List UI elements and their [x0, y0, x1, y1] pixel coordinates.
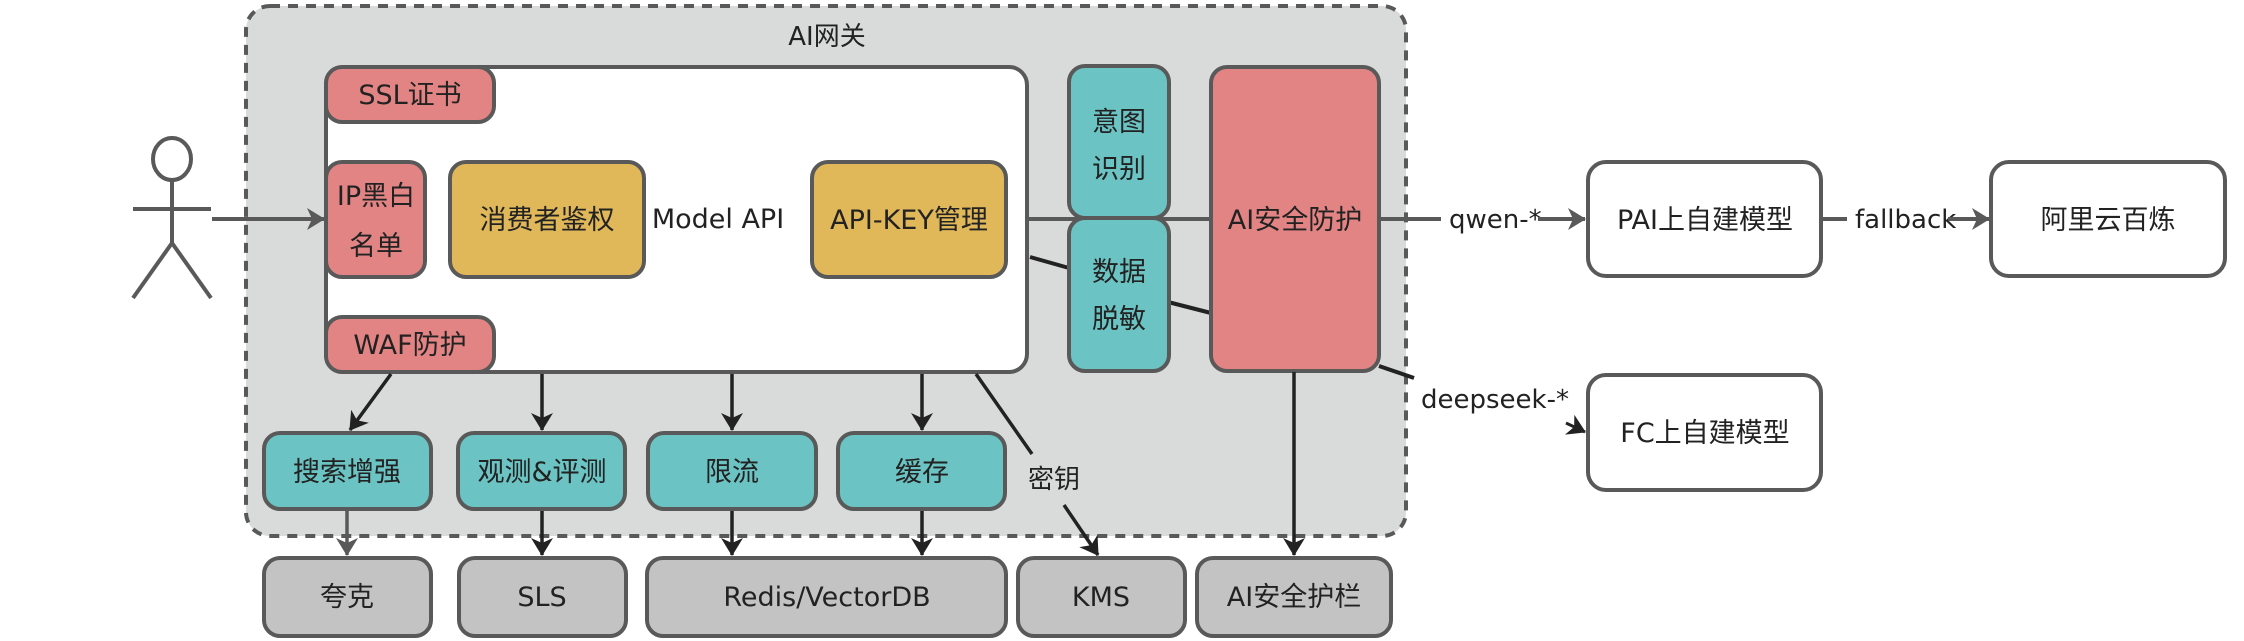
aliyun-bailian-label: 阿里云百炼	[2041, 205, 2176, 236]
ai-security-protection-label: AI安全防护	[1228, 205, 1362, 236]
sls-label: SLS	[517, 582, 566, 613]
ip-blacklist-label-line2: 名单	[349, 231, 403, 262]
ip-blacklist-box[interactable]: IP黑白 名单	[324, 160, 427, 279]
data-desensitization-box[interactable]: 数据 脱敏	[1067, 216, 1171, 373]
quark-label: 夸克	[320, 582, 374, 613]
waf-protection-box[interactable]: WAF防护	[324, 315, 496, 374]
consumer-auth-box[interactable]: 消费者鉴权	[448, 160, 646, 279]
data-desensitization-label-line1: 数据	[1092, 257, 1146, 288]
rate-limit-label: 限流	[705, 457, 759, 488]
api-key-to-secret-line	[974, 372, 1034, 456]
fc-self-built-model-box[interactable]: FC上自建模型	[1586, 373, 1823, 492]
kms-box[interactable]: KMS	[1016, 556, 1187, 638]
model-api-label: Model API	[652, 204, 784, 235]
kms-label: KMS	[1072, 582, 1130, 613]
model-api-box[interactable]: Model API	[324, 65, 1029, 374]
gateway-title: AI网关	[788, 22, 865, 52]
api-key-management-label: API-KEY管理	[830, 205, 988, 236]
pai-self-built-model-label: PAI上自建模型	[1617, 205, 1793, 236]
ip-blacklist-label-line1: IP黑白	[337, 181, 415, 212]
intent-recognition-label-line2: 识别	[1092, 154, 1146, 185]
api-key-management-box[interactable]: API-KEY管理	[810, 160, 1008, 279]
intent-recognition-box[interactable]: 意图 识别	[1067, 64, 1171, 220]
redis-vectordb-box[interactable]: Redis/VectorDB	[645, 556, 1008, 638]
ai-security-protection-box[interactable]: AI安全防护	[1209, 65, 1381, 373]
qwen-edge-label: qwen-*	[1449, 205, 1542, 235]
deepseek-edge-label: deepseek-*	[1421, 385, 1569, 415]
pai-self-built-model-box[interactable]: PAI上自建模型	[1586, 160, 1823, 278]
search-enhance-label: 搜索增强	[293, 457, 401, 488]
rate-limit-box[interactable]: 限流	[646, 431, 818, 511]
secret-edge-label: 密钥	[1028, 465, 1080, 495]
user-actor-icon	[131, 136, 213, 300]
desensitize-to-ai-security-line	[1167, 300, 1212, 315]
ai-guardrail-label: AI安全护栏	[1227, 582, 1361, 613]
observability-label: 观测&评测	[477, 457, 606, 488]
observability-box[interactable]: 观测&评测	[456, 431, 627, 511]
cache-box[interactable]: 缓存	[836, 431, 1007, 511]
aliyun-bailian-box[interactable]: 阿里云百炼	[1989, 160, 2227, 278]
fc-self-built-model-label: FC上自建模型	[1620, 418, 1789, 449]
deepseek-to-fc-arrow	[1564, 414, 1586, 435]
fallback-edge-label: fallback	[1855, 205, 1956, 235]
ai-guardrail-box[interactable]: AI安全护栏	[1195, 556, 1393, 638]
ai-security-to-deepseek-line	[1378, 364, 1415, 380]
search-enhance-box[interactable]: 搜索增强	[262, 431, 433, 511]
waf-to-search-arrow	[348, 372, 393, 432]
ssl-certificate-label: SSL证书	[358, 80, 461, 111]
waf-protection-label: WAF防护	[353, 330, 466, 361]
secret-to-kms-arrow	[1062, 504, 1100, 556]
cache-label: 缓存	[895, 457, 949, 488]
quark-box[interactable]: 夸克	[262, 556, 433, 638]
intent-recognition-label-line1: 意图	[1092, 107, 1146, 138]
redis-vectordb-label: Redis/VectorDB	[723, 582, 930, 613]
api-key-to-desensitize-line	[1029, 255, 1070, 270]
ssl-certificate-box[interactable]: SSL证书	[324, 65, 496, 124]
data-desensitization-label-line2: 脱敏	[1092, 304, 1146, 335]
consumer-auth-label: 消费者鉴权	[480, 205, 615, 236]
sls-box[interactable]: SLS	[457, 556, 628, 638]
